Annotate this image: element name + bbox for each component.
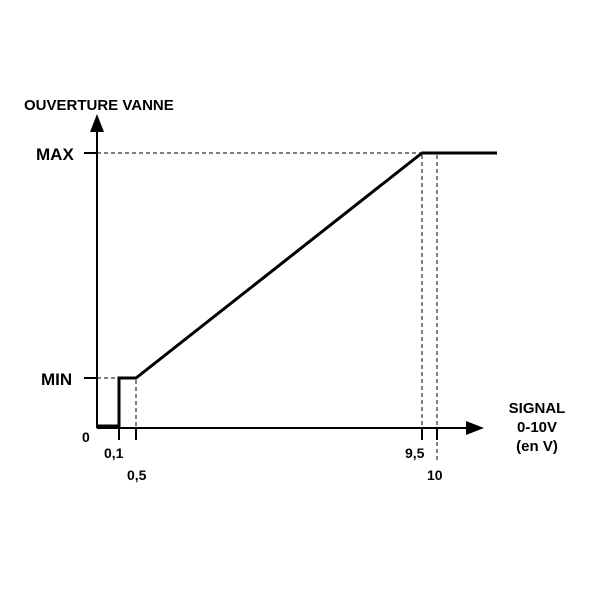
x-tick-label-0-1: 0,1: [104, 445, 124, 461]
x-tick-label-9-5: 9,5: [405, 445, 425, 461]
x-tick-label-0-5: 0,5: [127, 467, 147, 483]
origin-label: 0: [82, 429, 90, 445]
x-axis-title-line2: 0-10V: [517, 419, 557, 436]
y-axis-title: OUVERTURE VANNE: [24, 97, 174, 114]
characteristic-curve: [97, 151, 497, 428]
x-tick-label-10: 10: [427, 467, 443, 483]
min-label: MIN: [41, 370, 72, 389]
x-axis-title-line1: SIGNAL: [509, 400, 566, 417]
x-axis-arrow: [466, 421, 484, 435]
y-axis-arrow: [90, 114, 104, 132]
x-axis-title-line3: (en V): [516, 438, 558, 455]
max-label: MAX: [36, 145, 74, 164]
